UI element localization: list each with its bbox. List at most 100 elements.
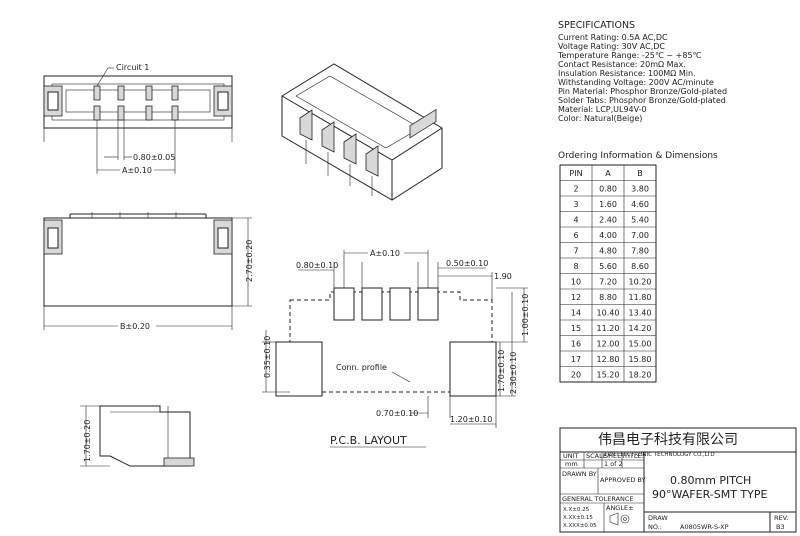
drawn-by-label: DRAWN BY	[562, 470, 597, 478]
table-cell: 12.80	[597, 355, 620, 364]
pcb-pitch-dim: 0.80±0.10	[296, 261, 338, 270]
table-cell: 1.60	[599, 200, 617, 209]
table-header-cell: B	[637, 169, 643, 178]
table-cell: 11.20	[597, 324, 620, 333]
table-cell: 4	[573, 215, 578, 224]
top-view: Circuit 1 0.80±0.05 A±0.10	[43, 63, 233, 175]
table-cell: 15.80	[629, 355, 652, 364]
approved-by-label: APPROVED BY	[600, 476, 646, 484]
a-dim-top: A±0.10	[122, 166, 152, 175]
tolerance-3: X.XXX±0.05	[563, 523, 597, 529]
table-cell: 10	[571, 277, 581, 286]
table-cell: 3	[573, 200, 578, 209]
pcb-w050-dim: 0.50±0.10	[446, 259, 488, 268]
table-header-cell: PIN	[569, 169, 582, 178]
projection-symbol-icon	[609, 512, 630, 526]
table-cell: 4.80	[599, 246, 617, 255]
table-cell: 0.80	[599, 184, 617, 193]
specifications-block: SPECIFICATIONS Current Rating: 0.5A AC,D…	[557, 20, 727, 123]
pcb-230-dim: 2.30±0.10	[509, 352, 518, 394]
table-cell: 15.20	[597, 370, 620, 379]
angle-label: ANGLE±	[606, 504, 634, 512]
table-cell: 7.20	[599, 277, 617, 286]
table-cell: 7.80	[631, 246, 649, 255]
pcb-120-dim: 1.20±0.10	[450, 415, 492, 424]
table-cell: 12.00	[597, 339, 620, 348]
spec-line: Solder Tabs: Phosphor Bronze/Gold-plated	[558, 96, 726, 105]
table-cell: 7.00	[631, 231, 649, 240]
table-cell: 16	[571, 339, 581, 348]
table-cell: 11.80	[629, 293, 652, 302]
table-cell: 3.80	[631, 184, 649, 193]
sheet-value: 1 of 2	[604, 460, 623, 468]
spec-line: Voltage Rating: 30V AC,DC	[558, 42, 665, 51]
b-dim: B±0.20	[120, 322, 150, 331]
spec-line: Insulation Resistance: 100MΩ Min.	[558, 69, 696, 78]
title-line-2: 90°WAFER-SMT TYPE	[652, 488, 768, 501]
conn-profile-label: Conn. profile	[336, 363, 387, 372]
no-label: NO.:	[648, 523, 662, 531]
ordering-table: Ordering Information & Dimensions PIN A B 2…	[558, 151, 718, 383]
unit-value: mm	[565, 460, 578, 468]
tolerance-1: X.X±0.25	[563, 507, 590, 513]
title-label: TITLE:	[623, 452, 644, 460]
table-cell: 2.40	[599, 215, 617, 224]
table-cell: 10.20	[629, 277, 652, 286]
table-cell: 18.20	[629, 370, 652, 379]
scale-label: SCALE	[586, 452, 607, 460]
draw-label: DRAW	[648, 514, 668, 522]
pcb-a-dim: A±0.10	[370, 249, 400, 258]
spec-heading: SPECIFICATIONS	[558, 20, 635, 31]
pcb-190-dim: 1.90	[494, 272, 512, 281]
isometric-view	[281, 63, 443, 201]
title-block: 伟昌电子科技有限公司 TRN ELECTRONIC TECHNOLOGY CO.…	[559, 427, 797, 533]
table-header-cell: A	[605, 169, 611, 178]
pcb-170-dim: 1.70±0.10	[497, 350, 506, 392]
table-cell: 8.80	[599, 293, 617, 302]
table-cell: 20	[571, 370, 581, 379]
spec-line: Temperature Range: -25℃ ~ +85℃	[557, 51, 702, 60]
rev-label: REV.	[774, 514, 788, 522]
pcb-070-dim: 0.70±0.10	[376, 409, 418, 418]
spec-line: Material: LCP,UL94V-0	[558, 105, 647, 114]
table-cell: 14	[571, 308, 581, 317]
tolerance-2: X.XX±0.15	[563, 515, 593, 521]
table-cell: 15	[571, 324, 581, 333]
table-cell: 4.00	[599, 231, 617, 240]
table-cell: 5.40	[631, 215, 649, 224]
table-cell: 2	[573, 184, 578, 193]
general-tolerance-label: GENERAL TOLERANCE	[562, 495, 634, 503]
spec-line: Color: Natural(Beige)	[558, 114, 642, 123]
table-cell: 8	[573, 262, 578, 271]
h270-dim: 2.70±0.20	[245, 240, 254, 282]
pcb-035-dim: 0.35±0.10	[263, 336, 272, 378]
ordering-heading: Ordering Information & Dimensions	[558, 151, 718, 161]
unit-label: UNIT	[563, 452, 579, 460]
front-view: B±0.20 2.70±0.20	[43, 212, 254, 331]
table-cell: 14.20	[629, 324, 652, 333]
company-name-cn: 伟昌电子科技有限公司	[598, 432, 738, 448]
table-cell: 15.00	[629, 339, 652, 348]
table-cell: 4.60	[631, 200, 649, 209]
table-cell: 6	[573, 231, 578, 240]
pcb-100-dim: 1.00±0.10	[521, 294, 530, 336]
table-cell: 7	[573, 246, 578, 255]
table-cell: 5.60	[599, 262, 617, 271]
rev-value: B3	[776, 523, 785, 531]
table-cell: 8.60	[631, 262, 649, 271]
sheet-label: SHEET	[604, 452, 625, 460]
company-name-en: TRN ELECTRONIC TECHNOLOGY CO.,LTD	[603, 452, 715, 458]
h170-dim: 1.70±0.20	[83, 420, 92, 462]
spec-line: Current Rating: 0.5A AC,DC	[558, 33, 668, 42]
table-cell: 12	[571, 293, 581, 302]
title-line-1: 0.80mm PITCH	[670, 474, 751, 487]
pcb-layout-title: P.C.B. LAYOUT	[330, 434, 407, 447]
part-number: A0805WR-S-XP	[680, 523, 729, 531]
circuit1-label: Circuit 1	[116, 63, 149, 72]
table-cell: 17	[571, 355, 581, 364]
table-cell: 13.40	[629, 308, 652, 317]
pcb-layout: Conn. profile A±0.10 0.80±0.10 0.50±0.10…	[262, 249, 530, 448]
spec-line: Contact Resistance: 20mΩ Max.	[558, 60, 686, 69]
spec-line: Pin Material: Phosphor Bronze/Gold-plate…	[558, 87, 727, 96]
